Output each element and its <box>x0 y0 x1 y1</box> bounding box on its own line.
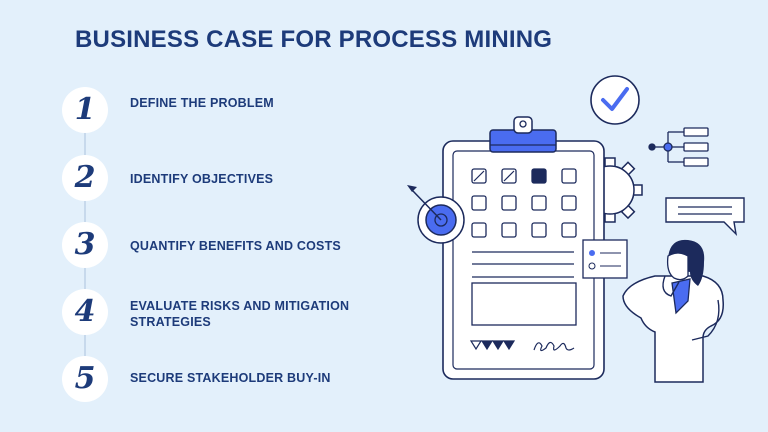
person-thinking-icon <box>622 239 724 383</box>
step-number-badge: 5 <box>62 356 108 402</box>
step-number-badge: 3 <box>62 222 108 268</box>
step-label: SECURE STAKEHOLDER BUY-IN <box>130 371 331 385</box>
step-label: QUANTIFY BENEFITS AND COSTS <box>130 239 341 253</box>
step-label: DEFINE THE PROBLEM <box>130 96 274 110</box>
step-number: 4 <box>74 294 96 329</box>
step-number: 1 <box>74 92 96 127</box>
step-number-badge: 2 <box>62 155 108 201</box>
speech-bubble-icon <box>665 197 745 237</box>
checkmark-badge-icon <box>590 75 640 125</box>
illustration <box>407 75 745 383</box>
step-number-badge: 4 <box>62 289 108 335</box>
step-number: 3 <box>74 227 96 262</box>
step-number-badge: 1 <box>62 87 108 133</box>
step-label: EVALUATE RISKS AND MITIGATION STRATEGIES <box>130 299 350 329</box>
hierarchy-icon <box>648 127 709 167</box>
note-card-icon <box>582 239 628 279</box>
target-icon <box>407 185 465 244</box>
clipboard-icon <box>442 116 605 380</box>
step-number: 5 <box>74 361 96 396</box>
page-title: BUSINESS CASE FOR PROCESS MINING <box>75 26 553 53</box>
step-number: 2 <box>74 160 96 195</box>
step-label: IDENTIFY OBJECTIVES <box>130 172 274 186</box>
